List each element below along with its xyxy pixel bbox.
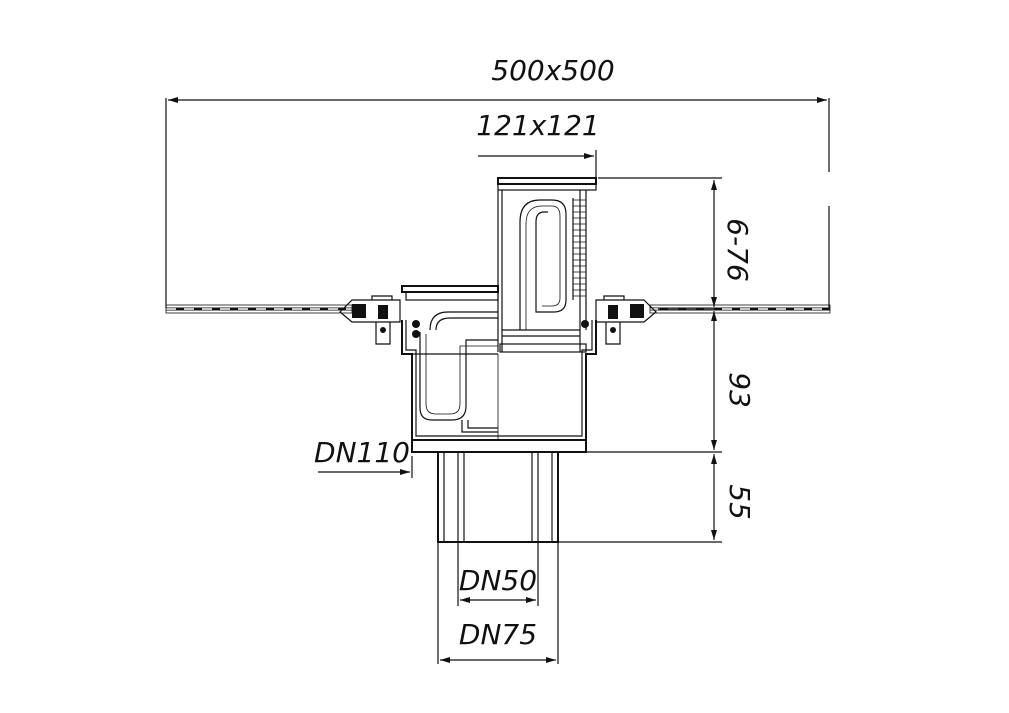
dimension-label-outlet-height: 55 xyxy=(723,484,756,520)
dimension-label-overall: 500x500 xyxy=(491,54,614,87)
outlet-pipe xyxy=(437,452,559,543)
dimension-label-grate: 121x121 xyxy=(476,109,599,142)
dimension-overall-width: 500x500 xyxy=(165,54,830,308)
dimension-label-dn110: DN110 xyxy=(314,436,410,469)
thread-ribs xyxy=(572,198,586,300)
dimension-vertical-chain: 6-76 93 55 xyxy=(558,177,756,543)
dimension-label-body-height: 93 xyxy=(723,372,756,408)
dimension-label-dn50: DN50 xyxy=(459,564,537,597)
clamp-ring-left xyxy=(339,295,401,345)
extension-upper xyxy=(497,177,597,353)
clamp-ring-right xyxy=(595,295,657,345)
dimension-grate-size: 121x121 xyxy=(476,109,600,178)
dimension-dn110: DN110 xyxy=(314,436,413,478)
dimension-label-adjust: 6-76 xyxy=(721,218,754,282)
dimension-label-dn75: DN75 xyxy=(459,618,537,651)
dimension-dn50: DN50 xyxy=(457,542,539,606)
dimension-dn75: DN75 xyxy=(437,542,559,664)
drain-body xyxy=(401,285,597,453)
